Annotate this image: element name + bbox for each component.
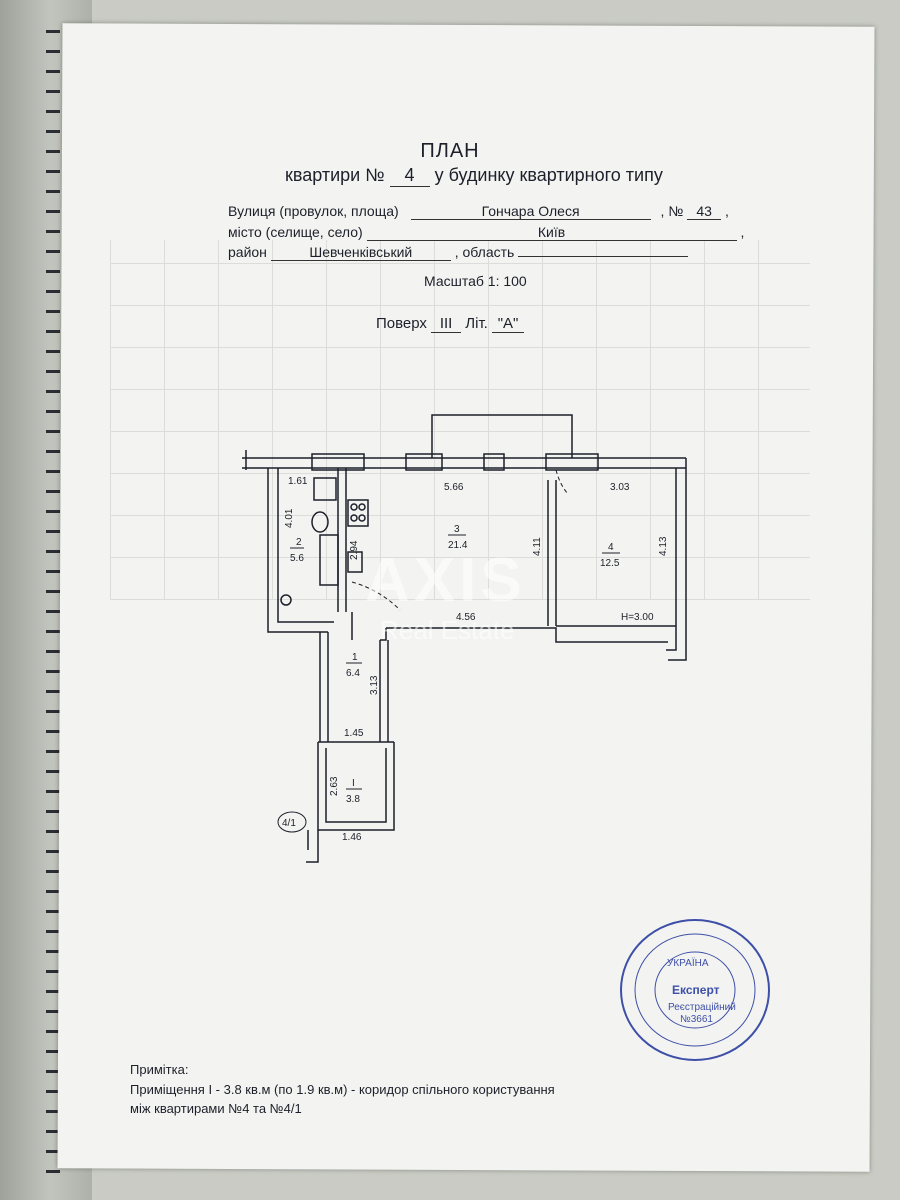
watermark-sub: Real Estate: [380, 615, 515, 645]
lit-value: "A": [492, 315, 525, 333]
district-line: район Шевченківський , область: [228, 244, 689, 261]
dim-1-46: 1.46: [342, 832, 362, 843]
floor-line: Поверх III Літ. "A": [0, 315, 900, 333]
room-I-area: 3.8: [346, 794, 360, 805]
subtitle-suffix: у будинку квартирного типу: [434, 165, 663, 185]
room-1-area: 6.4: [346, 668, 360, 679]
stamp-ring-text: УКРАЇНА: [667, 958, 709, 969]
right-outer-wall: [668, 458, 687, 661]
street-label: Вулиця (провулок, площа): [228, 203, 399, 219]
common-corridor-outer: [317, 742, 395, 831]
watermark-brand: AXIS: [365, 546, 526, 615]
dim-5-66: 5.66: [444, 482, 464, 493]
floor-label: Поверх: [375, 315, 427, 332]
dim-4-01: 4.01: [284, 508, 295, 528]
dim-3-13: 3.13: [369, 675, 380, 695]
official-stamp: [620, 919, 770, 1061]
kitchen-sink: [347, 551, 363, 573]
right-inner-wall: [666, 468, 677, 651]
stove-burner-3: [350, 514, 358, 522]
dim-1-45: 1.45: [344, 728, 364, 739]
dim-2-63: 2.63: [329, 776, 340, 796]
floor-drain: [280, 594, 292, 606]
room-4-area: 12.5: [600, 558, 620, 569]
dim-4-13: 4.13: [658, 536, 669, 556]
dim-4-11: 4.11: [532, 537, 543, 556]
balcony-outline: [431, 414, 573, 458]
stair-wall: [306, 830, 319, 863]
house-number-label: №: [668, 203, 684, 219]
dim-4-56: 4.56: [456, 612, 476, 623]
spiral-binding: [46, 30, 60, 1180]
scale-label: Масштаб 1: 100: [424, 273, 527, 289]
door-swing-room4: [555, 469, 569, 495]
bathroom-outer-wall: [267, 468, 328, 633]
window-2: [405, 453, 443, 471]
apartment-subtitle: квартири № 4 у будинку квартирного типу: [285, 165, 663, 187]
street-line: Вулиця (провулок, площа) Гончара Олеся ,…: [228, 203, 729, 220]
room-3-area: 21.4: [448, 540, 468, 551]
stove-burner-2: [358, 503, 366, 511]
city-label: місто (селище, село): [228, 224, 363, 240]
toilet-bowl: [311, 511, 329, 533]
ceiling-height: H=3.00: [621, 612, 654, 623]
oblast-label: , область: [454, 244, 515, 260]
street-value: Гончара Олеся: [410, 203, 651, 220]
neighbor-apartment-marker: 4/1: [277, 811, 307, 833]
shower-tray: [313, 477, 337, 501]
oblast-value: [518, 256, 689, 257]
room-4-number: 4: [608, 542, 614, 553]
district-value: Шевченківський: [270, 244, 451, 261]
common-corridor-inner: [325, 748, 387, 823]
dim-1-61: 1.61: [288, 476, 308, 487]
window-3: [483, 453, 505, 471]
stamp-reg-label: Реєстраційний: [668, 1002, 736, 1013]
subtitle-prefix: квартири №: [285, 165, 385, 185]
apartment-number: 4: [389, 165, 430, 187]
lit-label: Літ.: [465, 315, 488, 332]
floor-value: III: [431, 315, 462, 333]
bathroom-inner-wall: [277, 468, 334, 623]
city-line: місто (селище, село) Київ ,: [228, 224, 745, 241]
room-2-area: 5.6: [290, 553, 304, 564]
room-I-number: I: [352, 778, 355, 789]
note-line-1: Приміщення I - 3.8 кв.м (по 1.9 кв.м) - …: [130, 1082, 555, 1097]
note-line-2: між квартирами №4 та №4/1: [130, 1101, 302, 1116]
stamp-reg-number: №3661: [680, 1014, 713, 1025]
show-through-form-grid: [110, 240, 810, 600]
dim-2-94: 2.94: [349, 540, 360, 560]
room3-bottom-wall: [386, 627, 668, 643]
note-title: Примітка:: [130, 1062, 189, 1077]
bathtub: [319, 534, 339, 586]
room-2-number: 2: [296, 537, 302, 548]
stove-burner-4: [358, 514, 366, 522]
neighbor-apartment-label: 4/1: [282, 818, 296, 829]
kitchen-stove: [347, 499, 369, 527]
room-1-number: 1: [352, 652, 358, 663]
room-3-number: 3: [454, 524, 460, 535]
corridor-corner: [380, 628, 387, 641]
city-value: Київ: [366, 224, 737, 241]
district-label: район: [228, 244, 267, 260]
stove-burner-1: [350, 503, 358, 511]
stamp-center-text: Експерт: [672, 983, 720, 997]
dim-3-03: 3.03: [610, 482, 630, 493]
door-swing-kitchen: [351, 581, 401, 611]
house-number-value: 43: [687, 203, 722, 220]
page-title: ПЛАН: [420, 140, 480, 162]
window-4: [545, 453, 599, 471]
